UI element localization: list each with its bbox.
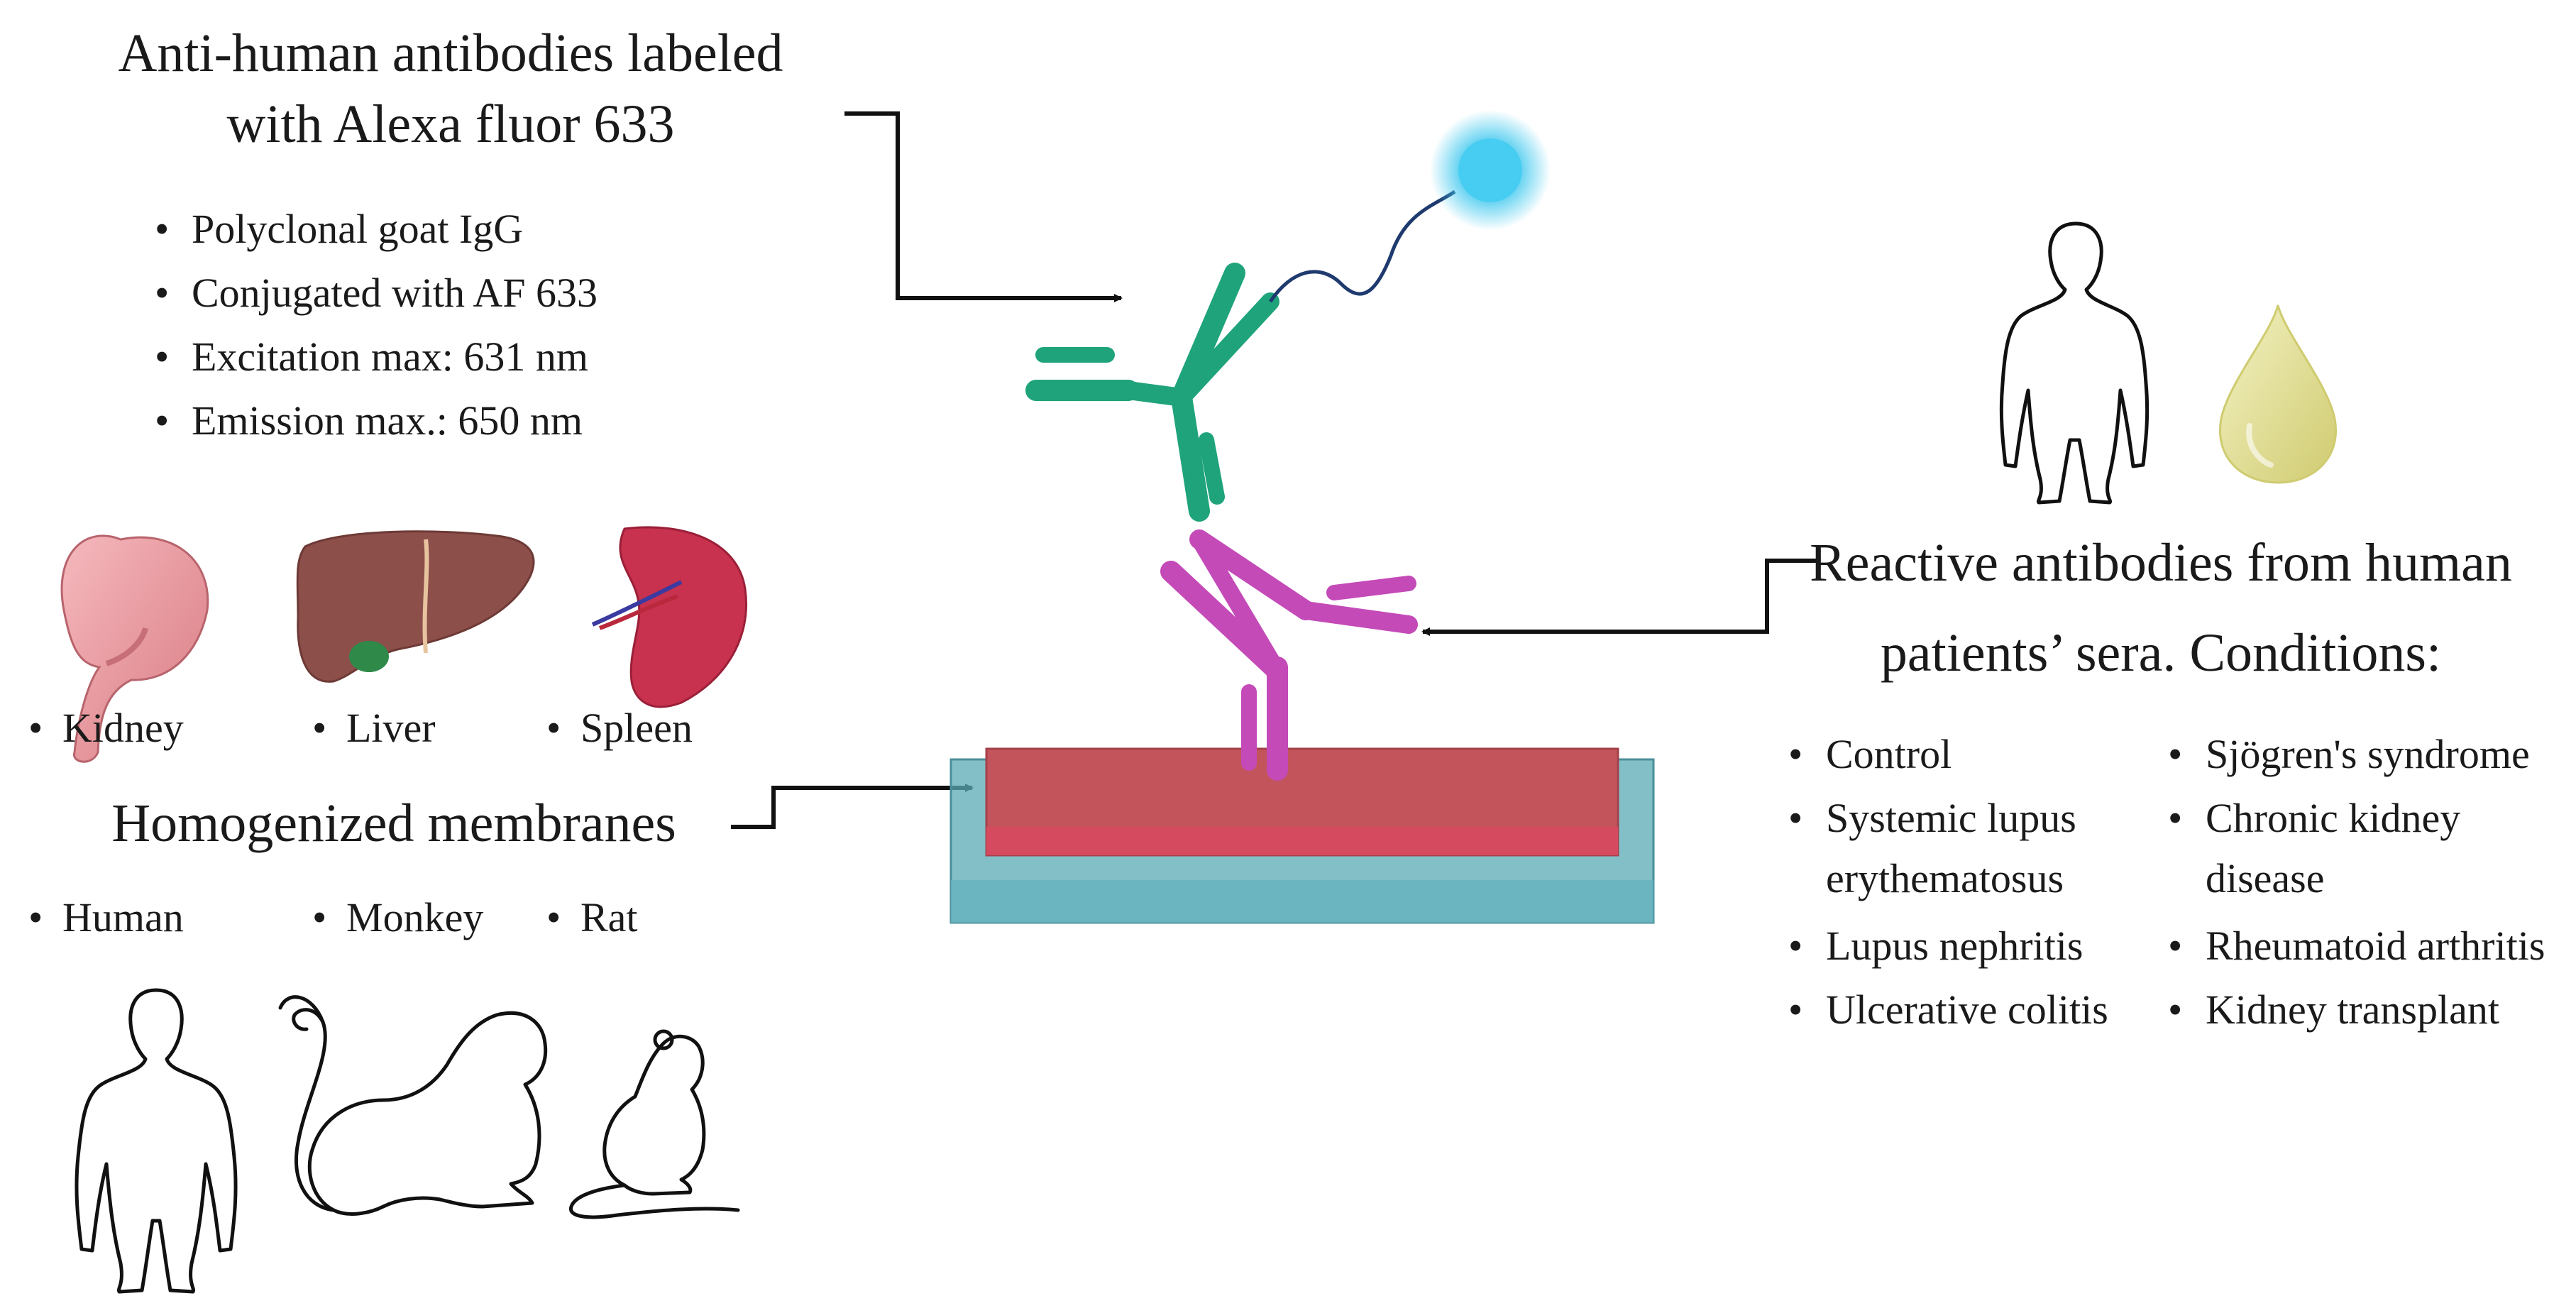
- membranes-title: Homogenized membranes: [111, 793, 676, 853]
- organ-label-spleen: Spleen: [580, 705, 693, 751]
- species-label-human: Human: [62, 894, 184, 940]
- primary-antibody: [1160, 529, 1418, 781]
- condition-rheumatoid-arthritis: Rheumatoid arthritis: [2206, 923, 2545, 969]
- patients-block: Reactive antibodies from human patients’…: [1788, 533, 2545, 1033]
- condition-sjogren: Sjögren's syndrome: [2206, 731, 2530, 777]
- bullet-dot: •: [2168, 795, 2182, 841]
- organ-label-liver: Liver: [346, 705, 436, 751]
- fluorophore-icon: [1430, 110, 1551, 231]
- condition-ulcerative-colitis: Ulcerative colitis: [1826, 987, 2108, 1033]
- bullet-dot: •: [1788, 923, 1802, 969]
- antibody-label-block: Anti-human antibodies labeled with Alexa…: [118, 23, 783, 444]
- serum-drop-icon: [2219, 304, 2337, 484]
- membrane-block: [950, 747, 1655, 924]
- membranes-arrow: [731, 784, 974, 829]
- bullet-dot: •: [1788, 795, 1802, 841]
- bullet-dot: •: [312, 705, 326, 751]
- fluorophore-linker: [1268, 190, 1456, 303]
- patients-title-line-2: patients’ sera. Conditions:: [1881, 623, 2441, 683]
- patients-arrow: [1421, 559, 1817, 636]
- antibody-bullet-3: Excitation max: 631 nm: [192, 334, 588, 380]
- bullet-dot: •: [1788, 731, 1802, 777]
- species-label-rat: Rat: [580, 894, 638, 940]
- antibody-bullet-4: Emission max.: 650 nm: [192, 397, 583, 444]
- membranes-block: Homogenized membranes • Human • Monkey •…: [28, 793, 676, 940]
- spleen-icon: [591, 526, 747, 708]
- antibody-label-title-line-2: with Alexa fluor 633: [226, 94, 674, 154]
- antibody-bullet-2: Conjugated with AF 633: [192, 270, 598, 316]
- bullet-dot: •: [546, 894, 561, 940]
- condition-ckd-line-2: disease: [2206, 855, 2325, 901]
- liver-icon: [296, 530, 535, 683]
- condition-kidney-transplant: Kidney transplant: [2206, 987, 2499, 1033]
- bullet-dot: •: [155, 206, 169, 252]
- species-label-monkey: Monkey: [346, 894, 483, 940]
- bullet-dot: •: [312, 894, 326, 940]
- bullet-dot: •: [546, 705, 561, 751]
- bullet-dot: •: [28, 894, 43, 940]
- patients-title-line-1: Reactive antibodies from human: [1810, 533, 2512, 593]
- bullet-dot: •: [28, 705, 43, 751]
- condition-control: Control: [1826, 731, 1952, 777]
- organ-label-kidney: Kidney: [62, 705, 184, 751]
- patient-silhouette-icon: [1999, 221, 2150, 505]
- label-arrow: [844, 111, 1123, 302]
- condition-sle-line-1: Systemic lupus: [1826, 795, 2076, 841]
- bullet-dot: •: [2168, 731, 2182, 777]
- monkey-silhouette-icon: [278, 995, 548, 1216]
- condition-sle-line-2: erythematosus: [1826, 855, 2064, 901]
- condition-lupus-nephritis: Lupus nephritis: [1826, 923, 2083, 969]
- antibody-label-title-line-1: Anti-human antibodies labeled: [118, 23, 783, 83]
- bullet-dot: •: [1788, 987, 1802, 1033]
- bullet-dot: •: [2168, 923, 2182, 969]
- organs-row: • Kidney • Liver • Spleen: [28, 526, 747, 763]
- secondary-antibody: [1025, 263, 1279, 522]
- bullet-dot: •: [155, 270, 169, 316]
- bullet-dot: •: [155, 334, 169, 380]
- condition-ckd-line-1: Chronic kidney: [2206, 795, 2460, 841]
- kidney-icon: [60, 534, 209, 763]
- rat-silhouette-icon: [569, 1029, 740, 1219]
- bullet-dot: •: [155, 397, 169, 444]
- human-silhouette-icon: [75, 988, 238, 1294]
- antibody-bullet-1: Polyclonal goat IgG: [192, 206, 523, 252]
- bullet-dot: •: [2168, 987, 2182, 1033]
